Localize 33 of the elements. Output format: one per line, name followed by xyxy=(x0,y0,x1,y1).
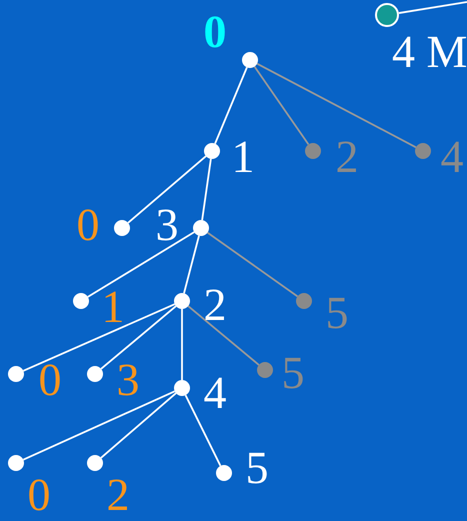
tree-edge xyxy=(181,309,183,380)
tree-edge xyxy=(398,1,467,14)
node-label: 4 M xyxy=(392,29,467,75)
node-label: 5 xyxy=(282,350,304,396)
node-label: 3 xyxy=(156,202,178,248)
node-label: 0 xyxy=(76,202,100,248)
tree-edge xyxy=(184,394,222,466)
node-label: 2 xyxy=(106,472,130,518)
tree-edge xyxy=(188,305,260,366)
node-label: 1 xyxy=(102,284,124,330)
tree-edge xyxy=(256,62,416,148)
tree-edge xyxy=(100,305,176,370)
tree-edge xyxy=(100,392,177,458)
tree-edge xyxy=(201,158,212,220)
node-label: 5 xyxy=(326,290,348,336)
tree-edge xyxy=(22,390,176,461)
tree-edge xyxy=(214,67,248,144)
tree-edge xyxy=(254,66,310,145)
node-label: 4 xyxy=(204,370,226,416)
node-label: 1 xyxy=(232,134,254,180)
node-label: 2 xyxy=(204,282,226,328)
tree-edge xyxy=(183,236,200,294)
node-label: 0 xyxy=(28,472,50,518)
node-label: 4 xyxy=(440,134,464,180)
node-label: 2 xyxy=(336,134,358,180)
tree-edge xyxy=(128,156,206,224)
tree-edge xyxy=(22,303,176,372)
node-label: 5 xyxy=(246,445,268,491)
tree-edge xyxy=(207,232,298,298)
node-label: 0 xyxy=(204,9,226,55)
node-label: 0 xyxy=(38,357,62,403)
tree-edge xyxy=(87,231,195,298)
node-label: 3 xyxy=(116,357,140,403)
